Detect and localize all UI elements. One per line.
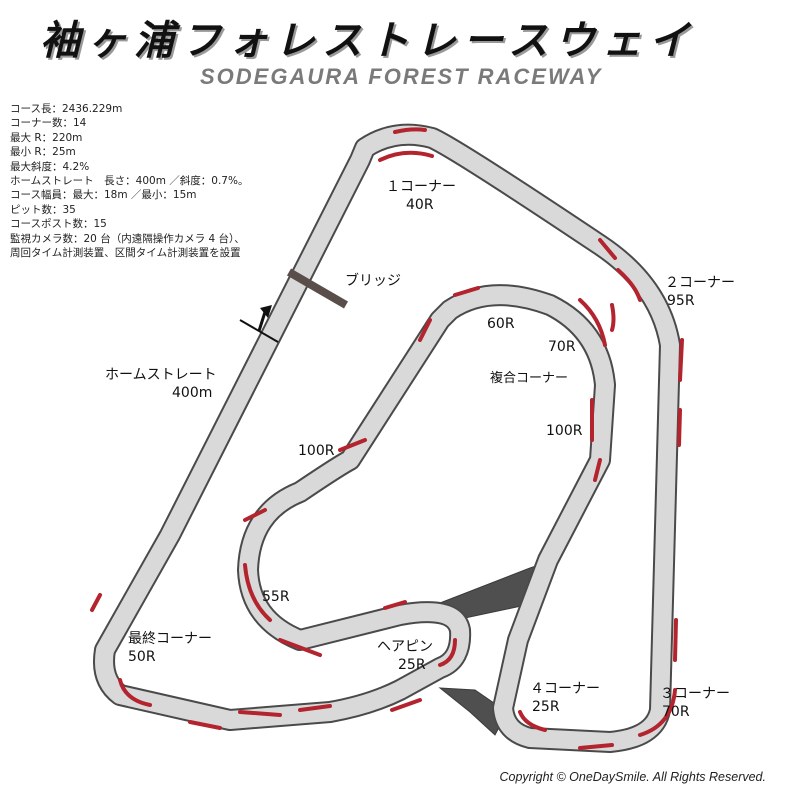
copyright: Copyright © OneDaySmile. All Rights Rese… bbox=[499, 770, 767, 784]
spec-line: コースポスト数：15 bbox=[10, 218, 107, 231]
curb bbox=[278, 638, 322, 657]
label-hairpin: ヘアピン bbox=[377, 639, 433, 655]
curb bbox=[243, 563, 272, 622]
label-corner4: ４コーナー bbox=[530, 681, 600, 697]
curb bbox=[378, 150, 434, 162]
curb bbox=[390, 698, 422, 712]
label-final-corner-radius: 50R bbox=[128, 649, 156, 665]
spec-line: 最大 R：220m bbox=[10, 131, 83, 144]
curb bbox=[90, 593, 102, 612]
curb bbox=[677, 408, 682, 447]
spec-list: コース長：2436.229m コーナー数：14 最大 R：220m 最小 R：2… bbox=[10, 102, 248, 260]
spec-line: 最小 R：25m bbox=[10, 146, 76, 159]
spec-line: 周回タイム計測装置、区間タイム計測装置を設置 bbox=[10, 247, 241, 260]
curb bbox=[438, 638, 457, 667]
label-corner2-radius: 95R bbox=[667, 293, 695, 309]
curb bbox=[418, 318, 432, 342]
curb bbox=[638, 688, 677, 737]
spec-line: 監視カメラ数：20 台（内遠隔操作カメラ 4 台）、 bbox=[10, 232, 245, 245]
curb bbox=[238, 710, 282, 717]
label-corner3-radius: 70R bbox=[662, 704, 690, 720]
title-en: SODEGAURA FOREST RACEWAY bbox=[200, 64, 603, 89]
curb bbox=[118, 678, 152, 707]
label-r55: 55R bbox=[262, 589, 290, 605]
curb bbox=[393, 127, 427, 134]
label-bridge: ブリッジ bbox=[345, 273, 401, 289]
curb bbox=[598, 238, 617, 260]
spec-line: コース長：2436.229m bbox=[10, 103, 123, 115]
bridge-bar bbox=[286, 268, 349, 309]
label-hairpin-radius: 25R bbox=[398, 657, 426, 673]
label-corner1-radius: 40R bbox=[406, 197, 434, 213]
label-corner4-radius: 25R bbox=[532, 699, 560, 715]
curb bbox=[578, 743, 614, 750]
label-r70: 70R bbox=[548, 339, 576, 355]
curb bbox=[678, 338, 684, 382]
curb bbox=[673, 618, 678, 662]
curb bbox=[453, 286, 480, 297]
label-corner3: ３コーナー bbox=[660, 686, 730, 702]
spec-line: コーナー数：14 bbox=[10, 117, 87, 130]
spec-line: ホームストレート 長さ：400m ／斜度：0.7%。 bbox=[10, 175, 249, 188]
direction-arrow-icon bbox=[239, 305, 279, 343]
label-r100-right: 100R bbox=[546, 423, 583, 439]
curb bbox=[578, 298, 607, 347]
label-corner2: ２コーナー bbox=[665, 275, 735, 291]
spec-line: コース幅員：最大：18m ／最小：15m bbox=[10, 189, 197, 202]
curb bbox=[616, 268, 642, 302]
label-complex-corner: 複合コーナー bbox=[490, 371, 569, 386]
curb bbox=[338, 438, 367, 452]
label-r60: 60R bbox=[487, 316, 515, 332]
curb bbox=[610, 303, 616, 332]
curb bbox=[243, 508, 267, 522]
label-r100-left: 100R bbox=[298, 443, 335, 459]
curb bbox=[518, 710, 547, 732]
label-home-straight-length: 400m bbox=[172, 385, 213, 401]
label-home-straight: ホームストレート bbox=[105, 367, 217, 383]
curbs bbox=[90, 127, 684, 750]
label-corner1: １コーナー bbox=[386, 179, 456, 195]
spec-line: 最大斜度：4.2% bbox=[10, 160, 90, 173]
curb bbox=[593, 458, 602, 482]
spec-line: ピット数：35 bbox=[10, 203, 76, 216]
title-jp: 袖ヶ浦フォレストレースウェイ bbox=[40, 18, 696, 64]
curb bbox=[298, 704, 332, 712]
label-final-corner: 最終コーナー bbox=[128, 631, 212, 647]
curb bbox=[383, 600, 407, 610]
curb bbox=[188, 720, 222, 730]
